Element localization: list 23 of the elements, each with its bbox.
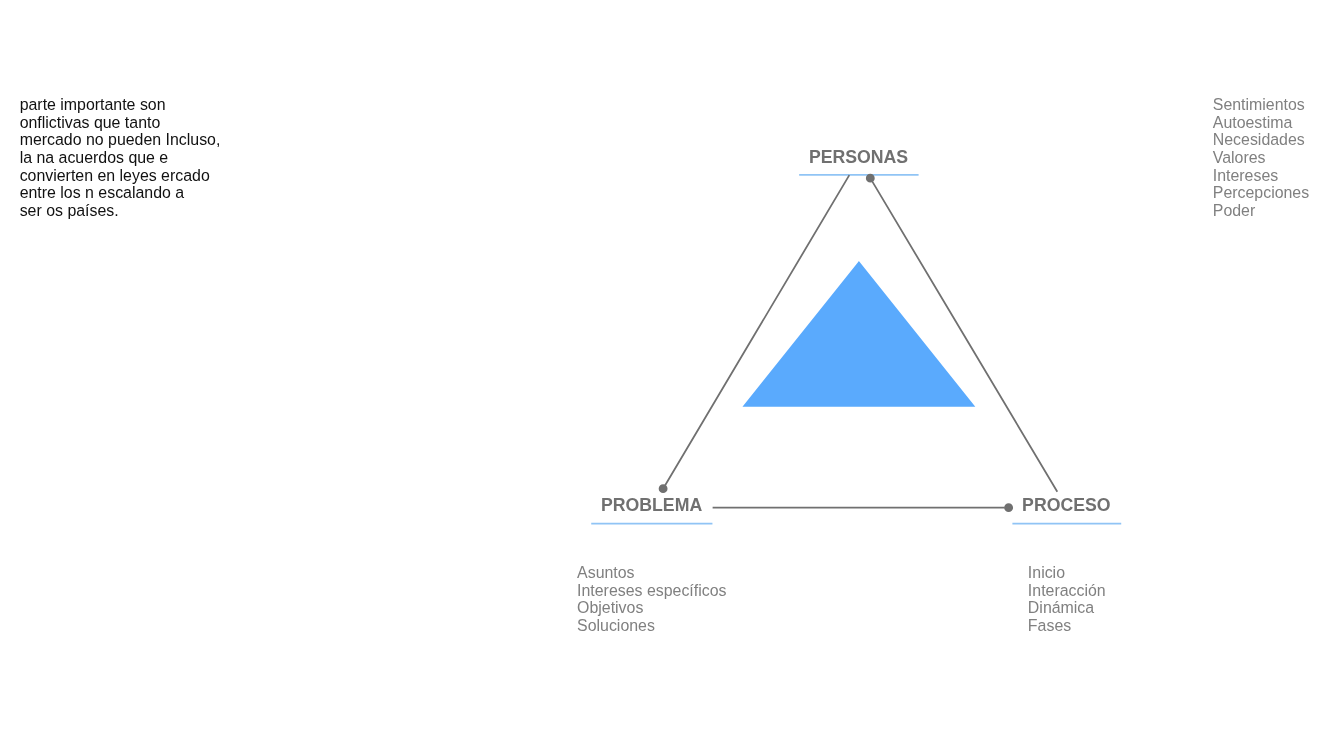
node-label: Interacción bbox=[1027, 581, 1106, 599]
label: parte importante son onflictivas que tanto mercado no pueden Incluso, la na acuerdos que e convierten en leyes ercado entre los n escalando a ser os países. bbox=[19, 95, 221, 219]
node-label: Fases bbox=[1027, 616, 1072, 634]
node-text: PROBLEMA bbox=[600, 495, 703, 516]
connector bbox=[658, 174, 851, 494]
node-label: Necesidades bbox=[1212, 131, 1305, 149]
node-label: Inicio bbox=[1027, 563, 1066, 581]
node-label: Poder bbox=[1212, 202, 1256, 219]
node-label: Sentimientos bbox=[1212, 95, 1305, 113]
node-label: Objetivos bbox=[577, 599, 644, 617]
node-text: PERSONAS bbox=[808, 146, 909, 167]
node-label: Intereses específicos bbox=[577, 581, 727, 599]
node-label: Intereses bbox=[1212, 166, 1279, 184]
node-triangle bbox=[742, 261, 976, 407]
node-text: PROCESO bbox=[1022, 495, 1111, 516]
node-label: Percepciones bbox=[1212, 184, 1310, 202]
node-label: Valores bbox=[1212, 148, 1266, 166]
connector bbox=[711, 503, 1014, 513]
node-label: Asuntos bbox=[577, 563, 635, 581]
node-label: Soluciones bbox=[577, 616, 655, 634]
node-label: Autoestima bbox=[1212, 113, 1293, 131]
node-label: Dinámica bbox=[1027, 599, 1095, 617]
connector bbox=[865, 173, 1059, 493]
